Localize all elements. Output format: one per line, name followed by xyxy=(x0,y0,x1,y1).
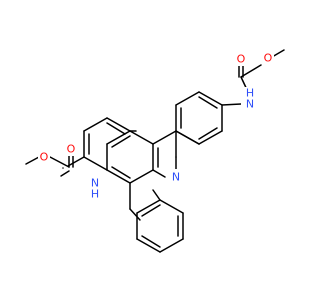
bond-o-c-right xyxy=(240,64,262,78)
bond-ring3-2 xyxy=(106,130,131,145)
bond-ring4-5b xyxy=(106,122,126,135)
oxygen-atom-label: O xyxy=(40,151,49,164)
nitrogen-atom-label: N xyxy=(172,171,180,184)
oxygen-atom-label: O xyxy=(67,143,76,156)
bond-ring3-4 xyxy=(106,169,131,184)
bond-ring1-2b xyxy=(198,127,218,140)
bond-ring1-6 xyxy=(198,91,223,106)
bond-ring2-5 xyxy=(175,130,200,145)
hydrogen-atom-label: H xyxy=(91,188,99,201)
atom-bg xyxy=(38,150,50,164)
bond-c-o-left xyxy=(49,156,70,168)
atom-bg xyxy=(170,169,182,183)
atom-bg xyxy=(65,142,77,156)
bond-ring4-2 xyxy=(83,156,108,171)
bond-ph-6 xyxy=(136,199,161,214)
bond-ring1-2 xyxy=(198,130,223,145)
bond-group xyxy=(25,49,285,253)
bond-ring1-5 xyxy=(175,91,200,106)
atom-bg xyxy=(86,176,104,202)
bond-ph-3 xyxy=(159,238,184,253)
oxygen-atom-label: O xyxy=(264,52,273,65)
bond-ring4-5 xyxy=(106,117,131,132)
nitrogen-atom-label: N xyxy=(91,177,99,190)
bond-ring3-4b xyxy=(111,166,131,179)
atom-label-group: O O H N N O O N H xyxy=(38,51,274,202)
bond-ring1-6b xyxy=(198,96,218,109)
atom-bg xyxy=(235,52,247,66)
bond-ring-nh-left xyxy=(67,156,85,167)
molecule-structure-diagram: O O H N N O O N H xyxy=(25,49,285,253)
bond-nh-ring-right xyxy=(221,103,242,106)
bond-ring2-3 xyxy=(152,169,166,178)
bond-ph-4 xyxy=(136,238,161,253)
bond-ring3-2b xyxy=(111,135,131,148)
bond-ph-4b xyxy=(141,235,161,248)
oxygen-atom-label: O xyxy=(237,53,246,66)
hydrogen-atom-label: H xyxy=(246,87,254,100)
atom-bg xyxy=(241,87,259,113)
bond-ph-1 xyxy=(159,199,184,214)
bond-phenyl-link xyxy=(129,208,141,221)
bond-ring4-4 xyxy=(83,117,108,132)
bond-ring3-5 xyxy=(129,169,154,184)
bond-ph-6b xyxy=(141,204,161,217)
bond-c-nh-left xyxy=(60,170,70,177)
bond-c6-phenyl xyxy=(152,189,161,201)
bond-ring3-1 xyxy=(129,130,154,145)
nitrogen-atom-label: N xyxy=(246,98,254,111)
bond-ring2-1 xyxy=(152,130,177,145)
bond-o-methyl-left xyxy=(25,156,40,165)
atom-bg xyxy=(262,51,274,65)
